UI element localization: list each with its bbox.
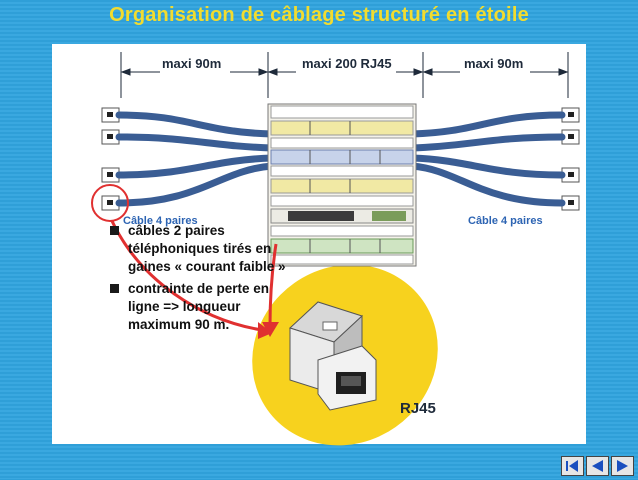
right-cables xyxy=(408,111,566,207)
bullet-list: câbles 2 paires téléphoniques tirés en g… xyxy=(110,222,286,338)
slide-title: Organisation de câblage structuré en éto… xyxy=(109,4,529,26)
dimension-lines xyxy=(120,52,569,98)
cable-label-left: Câble 4 paires xyxy=(123,215,198,227)
pointer-arrows xyxy=(110,220,278,332)
nav-next-button[interactable] xyxy=(611,456,634,476)
cable-label-right: Câble 4 paires xyxy=(468,215,543,227)
dimension-left-label: maxi 90m xyxy=(158,56,226,71)
outlet-highlight-circle xyxy=(91,184,129,222)
bullet-item: câbles 2 paires téléphoniques tirés en g… xyxy=(110,222,286,276)
rj45-label: RJ45 xyxy=(400,400,436,417)
right-wall-outlets xyxy=(561,107,580,211)
dimension-right-label: maxi 90m xyxy=(460,56,528,71)
bullet-square-icon xyxy=(110,284,119,293)
nav-next-icon xyxy=(617,460,628,472)
patch-rack xyxy=(267,103,417,267)
left-cables xyxy=(115,111,276,207)
nav-first-icon xyxy=(566,460,578,472)
left-wall-outlets xyxy=(101,107,120,211)
nav-prev-icon xyxy=(592,460,603,472)
bullet-item: contrainte de perte en ligne => longueur… xyxy=(110,280,286,334)
bullet-text: câbles 2 paires téléphoniques tirés en g… xyxy=(128,223,286,274)
nav-prev-button[interactable] xyxy=(586,456,609,476)
bullet-square-icon xyxy=(110,226,119,235)
nav-first-button[interactable] xyxy=(561,456,584,476)
rj45-socket xyxy=(289,301,377,411)
dimension-center-label: maxi 200 RJ45 xyxy=(298,56,396,71)
bullet-text: contrainte de perte en ligne => longueur… xyxy=(128,281,270,332)
